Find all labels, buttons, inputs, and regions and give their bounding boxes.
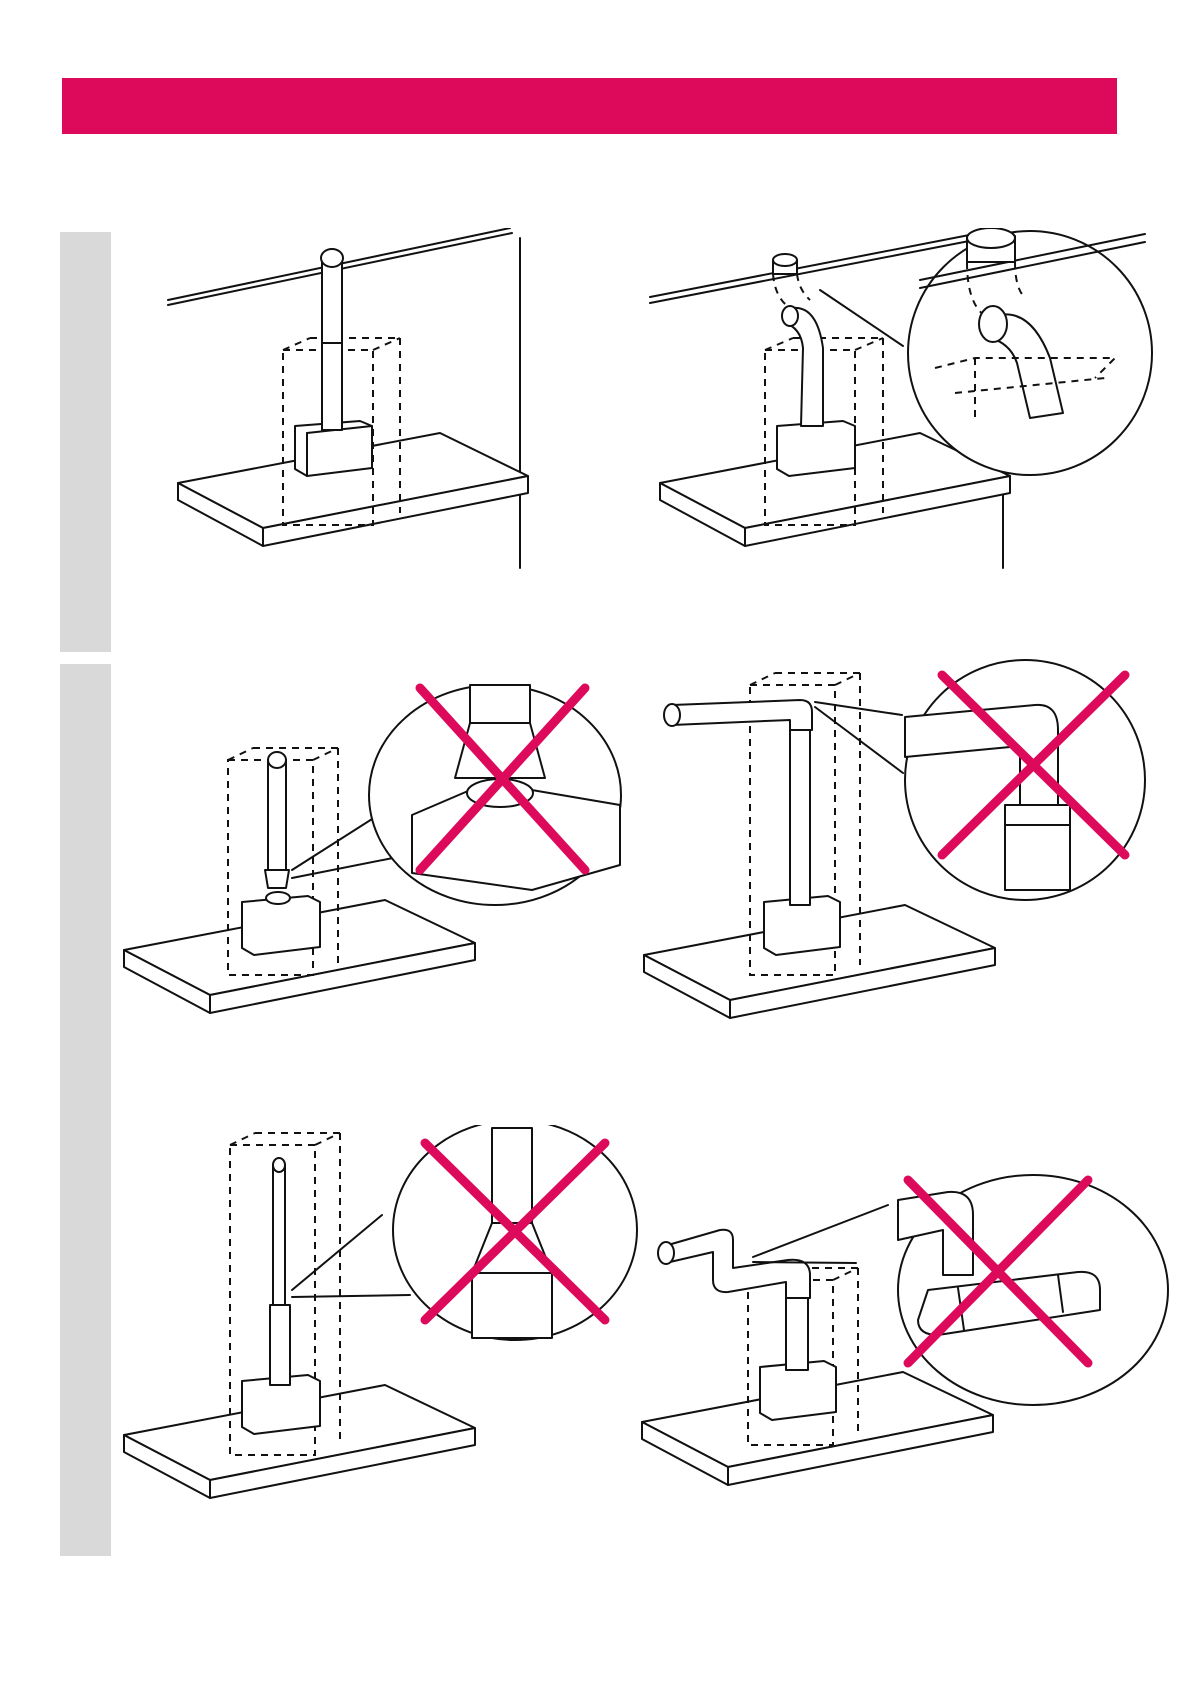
- diagram-reduced-diameter-wrong: [120, 1125, 640, 1515]
- diagram-reducer-at-outlet-wrong: [120, 670, 640, 1030]
- diagram-straight-duct-correct: [160, 228, 540, 573]
- diagram-elbow-at-top-wrong: [640, 655, 1160, 1030]
- side-tab-top: [60, 232, 111, 652]
- diagram-curved-duct-correct: [645, 228, 1165, 573]
- side-tab-bottom: [60, 664, 111, 1556]
- header-bar: [62, 78, 1117, 134]
- diagram-multiple-bends-wrong: [638, 1160, 1178, 1515]
